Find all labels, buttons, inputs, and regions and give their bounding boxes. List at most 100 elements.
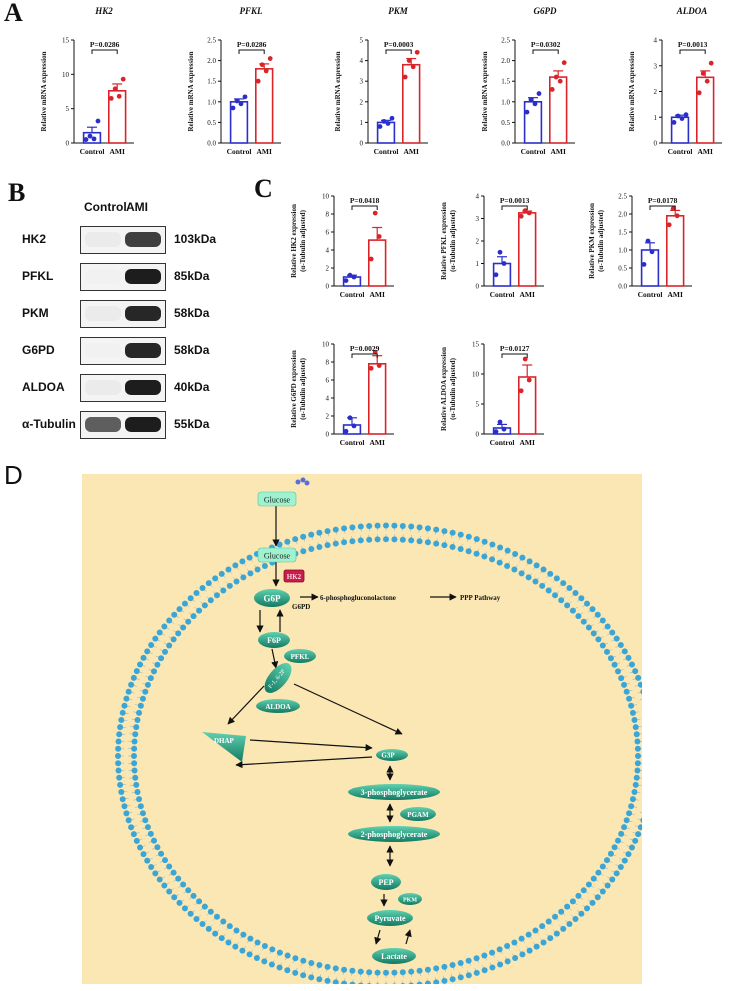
bar	[368, 239, 387, 287]
data-point	[553, 74, 559, 80]
y-tick-label: 4	[326, 247, 330, 255]
blot-band-control	[85, 232, 121, 247]
membrane-lipid-head	[392, 983, 397, 984]
blot-size-label: 55kDa	[174, 417, 210, 431]
membrane-lipid-head	[637, 681, 642, 688]
membrane-lipid-head	[519, 554, 526, 561]
data-point	[234, 98, 240, 104]
y-tick-label: 0	[476, 283, 480, 291]
membrane-lipid-head	[512, 551, 519, 558]
membrane-lipid-head	[564, 602, 571, 609]
membrane-lipid-head	[578, 595, 585, 602]
y-axis-label: Relative mRNA expression	[40, 51, 48, 131]
membrane-lipid-head	[166, 888, 173, 895]
membrane-lipid-head	[599, 863, 606, 870]
data-point	[112, 86, 118, 92]
x-tick-label: AMI	[519, 438, 534, 447]
x-tick-label: AMI	[667, 290, 682, 299]
y-tick-label: 4	[360, 57, 364, 65]
2-phosphoglycerate-node	[348, 826, 440, 842]
membrane-lipid-head	[558, 597, 565, 604]
membrane-lipid-head	[374, 969, 381, 976]
membrane-lipid-head	[569, 607, 576, 614]
membrane-lipid-head	[609, 876, 616, 883]
membrane-lipid-head	[156, 876, 163, 883]
membrane-lipid-head	[416, 538, 423, 545]
lactate-label: Lactate	[381, 952, 407, 961]
membrane-lipid-head	[584, 905, 591, 912]
y-tick-label: 2.5	[618, 193, 627, 201]
data-point	[561, 60, 567, 66]
data-point	[91, 136, 97, 142]
membrane-lipid-head	[433, 540, 440, 547]
data-point	[700, 71, 706, 76]
data-point	[497, 419, 503, 425]
membrane-lipid-head	[341, 539, 348, 546]
y-tick-label: 15	[62, 37, 70, 45]
membrane-lipid-head	[261, 562, 268, 569]
x-tick-label: AMI	[369, 290, 384, 299]
membrane-lipid-head	[634, 738, 641, 745]
dhap-label: DHAP	[214, 737, 235, 745]
data-point	[368, 365, 374, 371]
x-tick-label: Control	[227, 147, 252, 156]
membrane-lipid-head	[152, 870, 159, 877]
membrane-lipid-head	[341, 980, 348, 984]
membrane-lipid-head	[196, 898, 203, 905]
membrane-lipid-head	[566, 584, 573, 591]
data-point	[493, 429, 499, 434]
membrane-lipid-head	[449, 529, 456, 536]
membrane-lipid-head	[308, 974, 315, 981]
membrane-lipid-head	[632, 837, 639, 844]
membrane-lipid-head	[121, 702, 128, 709]
significance-bracket	[351, 205, 378, 210]
data-point	[674, 213, 680, 219]
data-point	[347, 415, 353, 421]
2-phosphoglycerate-label: 2-phosphoglycerate	[361, 830, 428, 839]
y-tick-label: 3	[360, 78, 364, 86]
membrane-lipid-head	[201, 602, 208, 609]
membrane-lipid-head	[481, 952, 488, 959]
blot-size-label: 40kDa	[174, 380, 210, 394]
membrane-lipid-head	[525, 931, 532, 938]
membrane-lipid-head	[599, 642, 606, 649]
membrane-lipid-head	[595, 869, 602, 876]
membrane-lipid-head	[504, 943, 511, 950]
bar	[696, 76, 715, 144]
membrane-lipid-head	[185, 887, 192, 894]
membrane-lipid-head	[519, 951, 526, 958]
hk2-enzyme-label: HK2	[287, 573, 302, 581]
blot-band-ami	[125, 269, 161, 284]
membrane-lipid-head	[308, 959, 315, 966]
data-point	[259, 62, 265, 68]
blot-band-control	[85, 306, 121, 321]
membrane-lipid-head	[276, 949, 283, 956]
aldoa-enzyme-node	[256, 699, 300, 713]
pyruvate-node	[367, 910, 413, 926]
membrane-lipid-head	[358, 982, 364, 984]
data-point	[532, 101, 538, 107]
data-point	[230, 105, 236, 111]
chart-title: PFKL	[239, 6, 263, 16]
x-tick-label: AMI	[697, 147, 712, 156]
membrane-lipid-head	[199, 921, 206, 928]
membrane-lipid-head	[349, 524, 356, 531]
significance-bracket	[501, 205, 528, 210]
membrane-lipid-head	[628, 803, 635, 810]
g3p-node	[376, 749, 408, 761]
data-point	[557, 78, 563, 84]
membrane-lipid-head	[391, 969, 398, 976]
chart-title: ALDOA	[676, 6, 708, 16]
membrane-lipid-head	[408, 523, 415, 530]
membrane-lipid-head	[457, 974, 464, 981]
membrane-lipid-head	[134, 716, 141, 723]
blot-band-ami	[125, 417, 161, 432]
membrane-lipid-head	[247, 570, 254, 577]
membrane-lipid-head	[481, 967, 488, 974]
diagram-background	[82, 474, 642, 984]
x-tick-label: AMI	[369, 438, 384, 447]
membrane-lipid-head	[628, 844, 635, 851]
data-point	[389, 115, 395, 121]
